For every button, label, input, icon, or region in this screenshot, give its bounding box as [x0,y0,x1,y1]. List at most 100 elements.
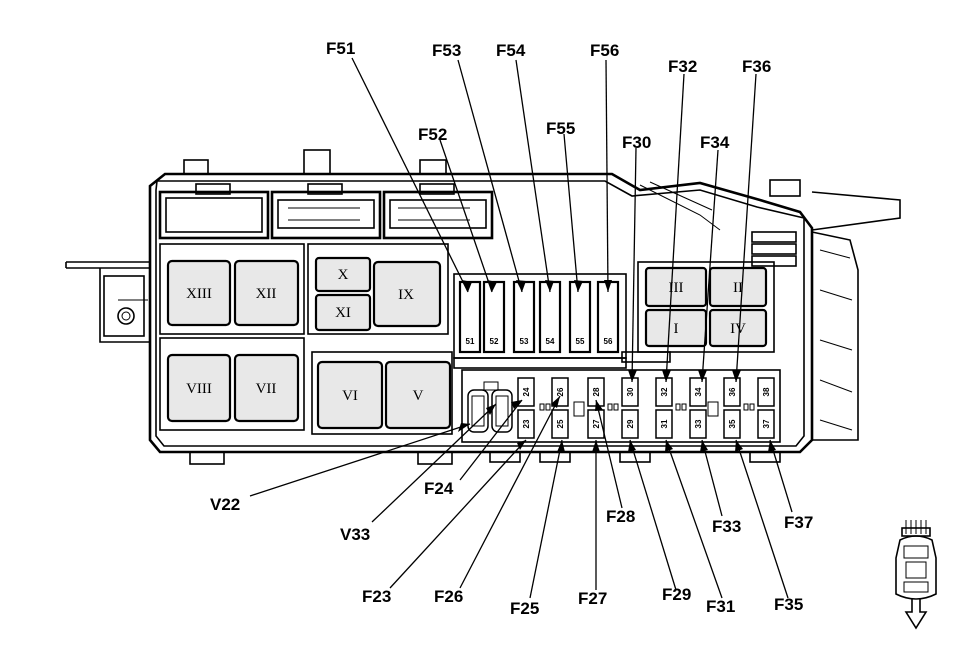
svg-text:V: V [413,388,424,404]
svg-text:X: X [338,267,349,283]
fuse-36: 36 [723,377,741,407]
svg-text:VIII: VIII [186,381,212,397]
fuse-30: 30 [621,377,639,407]
svg-text:27: 27 [592,419,601,428]
svg-text:52: 52 [490,337,499,346]
relay-VII: VII [233,353,300,423]
label-F28: F28 [606,507,635,526]
svg-text:37: 37 [762,419,771,428]
fuse-23: 23 [517,409,535,439]
small-slots [621,231,797,363]
puller-marks [539,401,755,417]
svg-text:25: 25 [556,419,565,428]
svg-text:XIII: XIII [186,286,212,302]
maxi-fuse-block: 51 52 53 54 55 56 [453,273,627,369]
svg-text:30: 30 [626,387,635,396]
housing [65,149,901,465]
label-F31: F31 [706,597,735,616]
leader-lines [249,57,793,599]
fuse-33: 33 [689,409,707,439]
svg-text:24: 24 [522,387,531,396]
svg-text:XII: XII [256,286,277,302]
maxi-fuse-52: 52 [482,280,506,354]
svg-text:IV: IV [730,321,746,337]
label-F30: F30 [622,133,651,152]
svg-text:36: 36 [728,387,737,396]
label-F35: F35 [774,595,803,614]
relay-XIII: XIII [166,259,232,327]
diode-V22 [467,389,489,433]
relay-VIII: VIII [166,353,232,423]
fuse-32: 32 [655,377,673,407]
label-F33: F33 [712,517,741,536]
maxi-fuse-53: 53 [512,280,536,354]
relay-IV: IV [708,308,768,348]
label-F29: F29 [662,585,691,604]
label-F24: F24 [424,479,454,498]
maxi-fuse-54: 54 [538,280,562,354]
relay-XI: XI [314,293,372,332]
svg-text:35: 35 [728,419,737,428]
relay-XII: XII [233,259,300,327]
relay-II: II [708,266,768,308]
relay-X: X [314,256,372,293]
maxi-fuse-55: 55 [568,280,592,354]
label-F26: F26 [434,587,463,606]
arrow-heads [458,280,776,452]
label-F56: F56 [590,41,619,60]
relay-frames [159,243,775,435]
svg-text:31: 31 [660,419,669,428]
label-F34: F34 [700,133,730,152]
label-F27: F27 [578,589,607,608]
maxi-fuse-56: 56 [596,280,620,354]
fuse-26: 26 [551,377,569,407]
svg-text:28: 28 [592,387,601,396]
svg-text:VI: VI [342,388,358,404]
svg-text:23: 23 [522,419,531,428]
svg-text:I: I [674,321,679,337]
label-F36: F36 [742,57,771,76]
label-F55: F55 [546,119,575,138]
label-F53: F53 [432,41,461,60]
relay-III: III [644,266,708,308]
label-V22: V22 [210,495,240,514]
label-F25: F25 [510,599,539,618]
fuse-34: 34 [689,377,707,407]
label-F23: F23 [362,587,391,606]
callout-labels: F51 F53 F54 F56 F32 F36 F52 F55 F30 F34 … [210,39,813,618]
fuse-35: 35 [723,409,741,439]
svg-text:53: 53 [520,337,529,346]
svg-text:II: II [733,280,743,296]
label-F37: F37 [784,513,813,532]
fuse-29: 29 [621,409,639,439]
svg-text:33: 33 [694,419,703,428]
fuse-24: 24 [517,377,535,407]
svg-text:VII: VII [256,381,277,397]
mini-fuse-block: 24 26 28 30 32 34 36 38 23 25 27 29 31 3… [461,369,781,443]
relay-V: V [384,360,452,430]
label-F32: F32 [668,57,697,76]
label-F54: F54 [496,41,526,60]
relay-I: I [644,308,708,348]
svg-text:XI: XI [335,305,351,321]
fuse-31: 31 [655,409,673,439]
label-F52: F52 [418,125,447,144]
relay-VI: VI [316,360,384,430]
label-V33: V33 [340,525,370,544]
svg-text:26: 26 [556,387,565,396]
label-F51: F51 [326,39,355,58]
fuse-37: 37 [757,409,775,439]
vehicle-orientation-icon [895,520,937,630]
svg-text:55: 55 [576,337,585,346]
svg-text:34: 34 [694,387,703,396]
fuse-38: 38 [757,377,775,407]
svg-text:54: 54 [546,337,555,346]
svg-text:IX: IX [398,287,414,303]
svg-text:56: 56 [604,337,613,346]
fuse-25: 25 [551,409,569,439]
maxi-fuse-51: 51 [458,280,482,354]
relay-IX: IX [372,260,442,328]
svg-text:38: 38 [762,387,771,396]
